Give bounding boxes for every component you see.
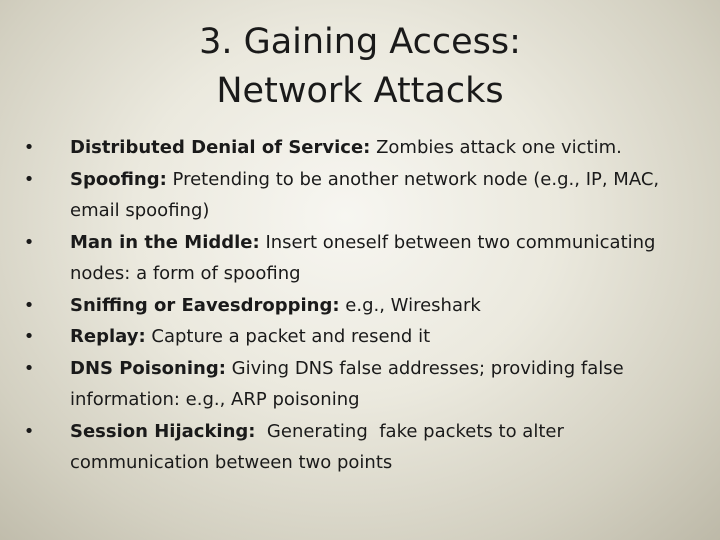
- bullet-icon: •: [23, 168, 35, 190]
- bullet-term: Distributed Denial of Service:: [70, 137, 371, 158]
- bullet-term: Spoofing:: [70, 168, 167, 190]
- bullet-text: Generating fake packets to alter communi…: [70, 420, 570, 474]
- bullet-text: Giving DNS false addresses; providing fa…: [70, 357, 630, 411]
- bullet-icon: •: [23, 294, 35, 316]
- bullet-icon: •: [23, 326, 35, 347]
- bullet-term: Sniffing or Eavesdropping:: [70, 294, 340, 316]
- bullet-item-spoofing: • Spoofing: Pretending to be another net…: [18, 164, 698, 227]
- bullet-item-ddos: • Distributed Denial of Service: Zombies…: [18, 132, 698, 164]
- slide-title-line-2: Network Attacks: [216, 71, 504, 111]
- slide-title-line-1: 3. Gaining Access:: [199, 22, 521, 62]
- bullet-icon: •: [23, 420, 35, 442]
- bullet-list: • Distributed Denial of Service: Zombies…: [18, 132, 698, 479]
- bullet-text: Pretending to be another network node (e…: [70, 168, 665, 222]
- bullet-item-replay: • Replay: Capture a packet and resend it: [18, 321, 698, 353]
- bullet-item-dns-poisoning: • DNS Poisoning: Giving DNS false addres…: [18, 353, 698, 416]
- bullet-text: e.g., Wireshark: [339, 294, 481, 316]
- bullet-item-mitm: • Man in the Middle: Insert oneself betw…: [18, 227, 698, 290]
- bullet-term: Session Hijacking:: [70, 420, 256, 442]
- bullet-item-session-hijacking: • Session Hijacking: Generating fake pac…: [18, 416, 698, 479]
- bullet-term: Replay:: [70, 326, 146, 347]
- bullet-text: Zombies attack one victim.: [370, 137, 622, 158]
- bullet-term: DNS Poisoning:: [70, 357, 226, 379]
- bullet-icon: •: [23, 137, 35, 158]
- bullet-text: Capture a packet and resend it: [145, 326, 431, 347]
- slide-title: 3. Gaining Access: Network Attacks: [0, 18, 720, 116]
- bullet-item-sniffing: • Sniffing or Eavesdropping: e.g., Wires…: [18, 290, 698, 322]
- bullet-icon: •: [23, 357, 35, 379]
- bullet-icon: •: [23, 231, 35, 253]
- bullet-text: Insert oneself between two communicating…: [70, 231, 662, 285]
- bullet-term: Man in the Middle:: [70, 231, 260, 253]
